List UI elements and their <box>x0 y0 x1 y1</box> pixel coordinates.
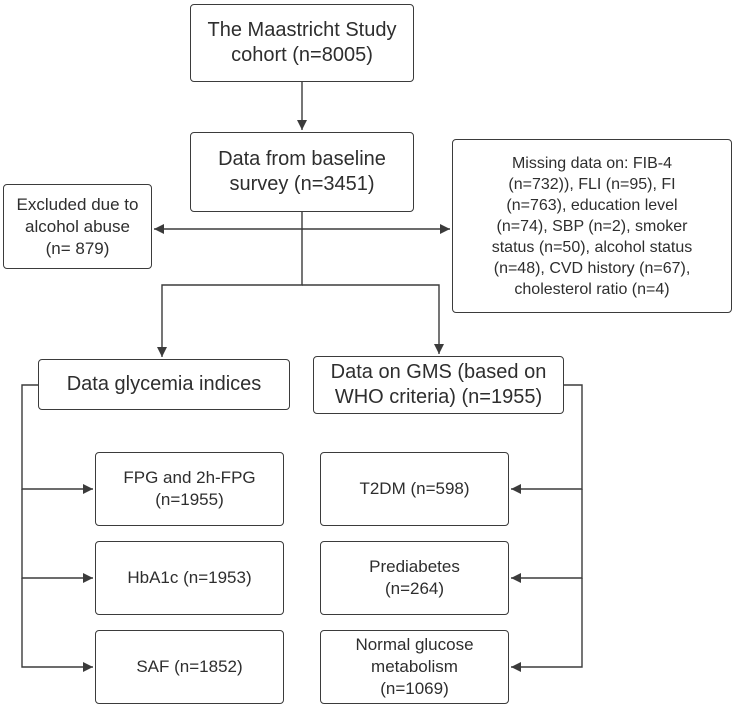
hba1c-box: HbA1c (n=1953) <box>95 541 284 615</box>
edge-glycemia-to-saf <box>21 578 93 672</box>
baseline-survey-box: Data from baseline survey (n=3451) <box>190 132 414 212</box>
edge-gms-to-t2dm <box>511 384 583 494</box>
edge-gms-to-normal <box>511 578 583 672</box>
prediabetes-box: Prediabetes (n=264) <box>320 541 509 615</box>
edge-baseline-to-excluded <box>154 212 303 234</box>
t2dm-box: T2DM (n=598) <box>320 452 509 526</box>
edge-glycemia-to-fpg <box>21 384 93 494</box>
glycemia-indices-box: Data glycemia indices <box>38 359 290 410</box>
saf-box: SAF (n=1852) <box>95 630 284 704</box>
gms-who-box: Data on GMS (based on WHO criteria) (n=1… <box>313 356 564 414</box>
edge-glycemia-to-hba1c <box>21 489 93 583</box>
edge-gms-to-prediabetes <box>511 489 583 583</box>
fpg-box: FPG and 2h-FPG (n=1955) <box>95 452 284 526</box>
normal-glucose-box: Normal glucose metabolism (n=1069) <box>320 630 509 704</box>
cohort-box: The Maastricht Study cohort (n=8005) <box>190 4 414 82</box>
edge-baseline-to-gms <box>302 284 444 354</box>
missing-data-box: Missing data on: FIB-4 (n=732)), FLI (n=… <box>452 139 732 313</box>
edge-baseline-to-glycemia <box>157 229 303 357</box>
excluded-alcohol-box: Excluded due to alcohol abuse (n= 879) <box>3 184 152 269</box>
